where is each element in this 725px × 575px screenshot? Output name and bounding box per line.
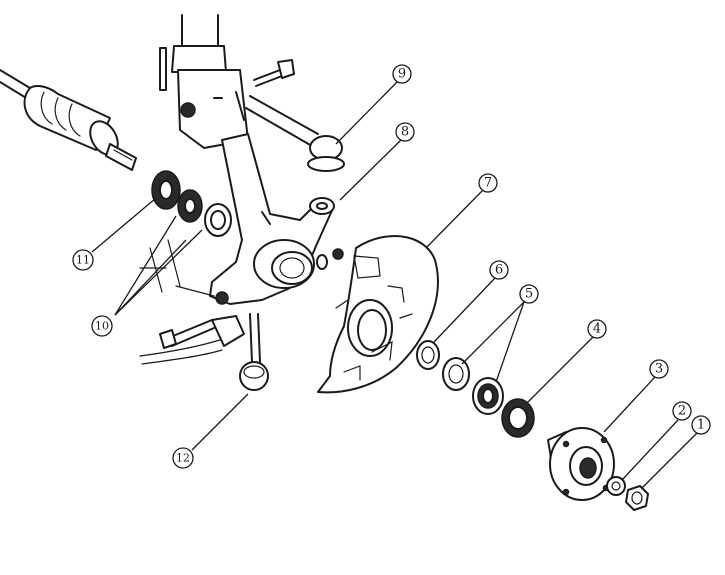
callout-10-label: 10 (95, 320, 109, 333)
part-1-nut (625, 485, 649, 511)
callout-9: 9 (392, 64, 412, 84)
steering-knuckle (209, 133, 335, 305)
callout-8: 8 (395, 122, 415, 142)
part-7-splash-shield (317, 235, 439, 394)
part-8-snap-ring (316, 248, 344, 270)
callout-9-label: 9 (398, 67, 406, 82)
callout-1-label: 1 (697, 418, 705, 433)
callout-4: 4 (587, 319, 607, 339)
callout-5: 5 (519, 284, 539, 304)
callout-11: 11 (72, 249, 94, 271)
leader-lines (91, 81, 698, 489)
callout-12: 12 (172, 447, 194, 469)
part-5-bearings (442, 357, 504, 415)
callout-6-label: 6 (495, 263, 503, 278)
part-2-washer (606, 476, 626, 496)
callout-2-label: 2 (678, 404, 686, 419)
callout-5-label: 5 (525, 287, 533, 302)
part-4-seal (501, 398, 535, 438)
part-3-hub (547, 427, 615, 501)
callout-7: 7 (478, 173, 498, 193)
callout-3: 3 (649, 359, 669, 379)
callout-1: 1 (691, 415, 711, 435)
tie-rod-end (245, 95, 345, 172)
part-6-spacer (416, 340, 440, 370)
lower-control-arm (139, 239, 245, 365)
callout-6: 6 (489, 260, 509, 280)
part-11-seal (151, 170, 181, 210)
callout-3-label: 3 (655, 362, 663, 377)
upper-bolt (253, 59, 295, 87)
strut-assembly (159, 14, 249, 149)
drive-shaft (0, 69, 137, 171)
callout-8-label: 8 (401, 125, 409, 140)
callout-4-label: 4 (593, 322, 601, 337)
callout-12-label: 12 (176, 452, 190, 465)
callout-2: 2 (672, 401, 692, 421)
callout-11-label: 11 (76, 254, 90, 267)
callout-10: 10 (91, 315, 113, 337)
part-12-ball-joint (239, 313, 269, 391)
part-10-bearing-seal (177, 189, 232, 237)
callout-7-label: 7 (484, 176, 492, 191)
